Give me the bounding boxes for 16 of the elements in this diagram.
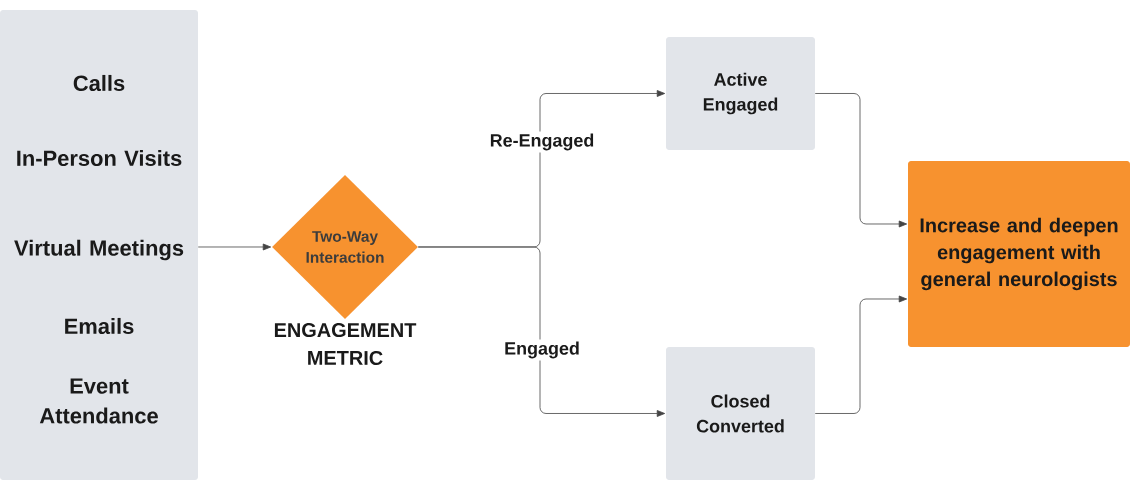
channel-label: Event Attendance <box>39 378 158 424</box>
channel-label: In-Person Visits <box>17 149 182 167</box>
status-box: Closed Converted <box>666 347 815 480</box>
channel-panel <box>0 10 198 480</box>
status-box: Active Engaged <box>666 37 815 150</box>
channel-label: Calls <box>73 74 125 92</box>
channel-label: Emails <box>65 317 134 335</box>
arrow <box>197 243 272 251</box>
edge-label: Re-Engaged <box>487 131 597 153</box>
arrow <box>814 93 908 228</box>
arrow <box>814 295 908 414</box>
channel-label: Virtual Meetings <box>14 239 184 261</box>
metric-caption: ENGAGEMENT METRIC <box>274 323 417 365</box>
goal-box: Increase and deepen engagement with general neurologists <box>908 161 1130 347</box>
arrow <box>417 246 666 417</box>
edge-label: Engaged <box>502 339 582 361</box>
